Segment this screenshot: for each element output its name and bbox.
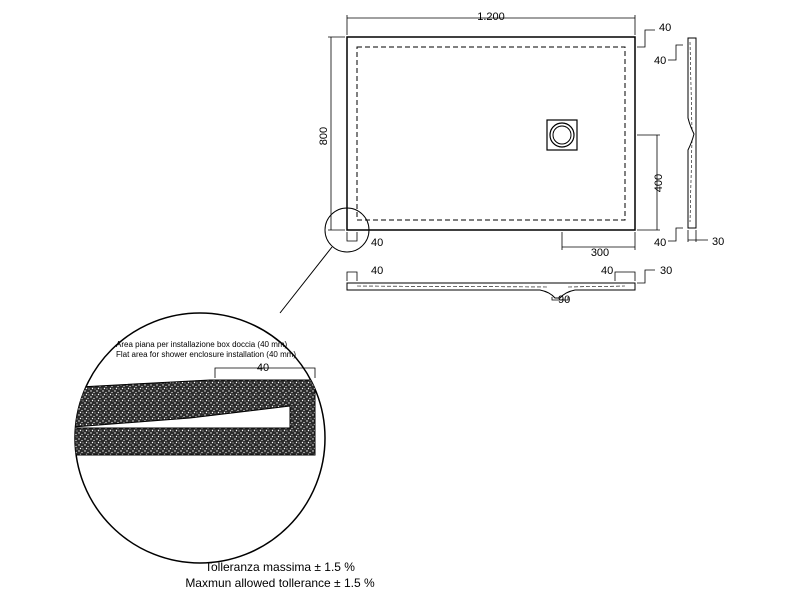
detail-note-en: Flat area for shower enclosure installat… [116,350,296,359]
dimension-height [328,36,345,231]
dimension-drain-width-label: 90 [558,294,570,306]
side-section: 30 [687,37,724,248]
dimension-border-bottom-right [668,227,683,242]
tray-outline [346,36,636,231]
dimension-border-bottom-right-label: 40 [654,237,666,249]
dimension-drain-offset-x [561,232,636,250]
dimension-width [346,15,636,35]
front-section: 40 40 30 90 [346,265,672,306]
tolerance-en: Maxmun allowed tollerance ± 1.5 % [185,576,375,590]
dimension-border-right-top-label: 40 [654,55,666,67]
dimension-section-right-label: 40 [601,265,613,277]
cavity [75,405,291,429]
drain-icon [546,119,578,151]
dimension-border-right-top [668,44,683,61]
dimension-border-top-right [637,29,655,48]
detail-flat-dimension-label: 40 [257,362,269,374]
dimension-side-thickness-label: 30 [712,236,724,248]
stone-section [75,379,316,456]
dimension-drain-offset-y [637,134,660,231]
detail-callout: 40 Area piana per installazione box docc… [74,207,370,564]
tolerance-it: Tolleranza massima ± 1.5 % [205,560,355,574]
dimension-height-label: 800 [318,127,330,145]
dimension-drain-offset-y-label: 400 [653,174,665,192]
dimension-drain-offset-x-label: 300 [591,247,609,259]
tray-inner-dashed [356,46,626,221]
dimension-border-bottom-left-label: 40 [371,237,383,249]
dimension-border-bottom-left [346,232,358,242]
dimension-section-thickness-label: 30 [660,265,672,277]
dimension-width-label: 1.200 [477,11,505,23]
detail-note-it: Area piana per installazione box doccia … [116,340,288,349]
dimension-border-top-right-label: 40 [659,22,671,34]
plan-view: 1.200 800 40 40 400 300 [318,11,683,259]
dimension-section-left-label: 40 [371,265,383,277]
